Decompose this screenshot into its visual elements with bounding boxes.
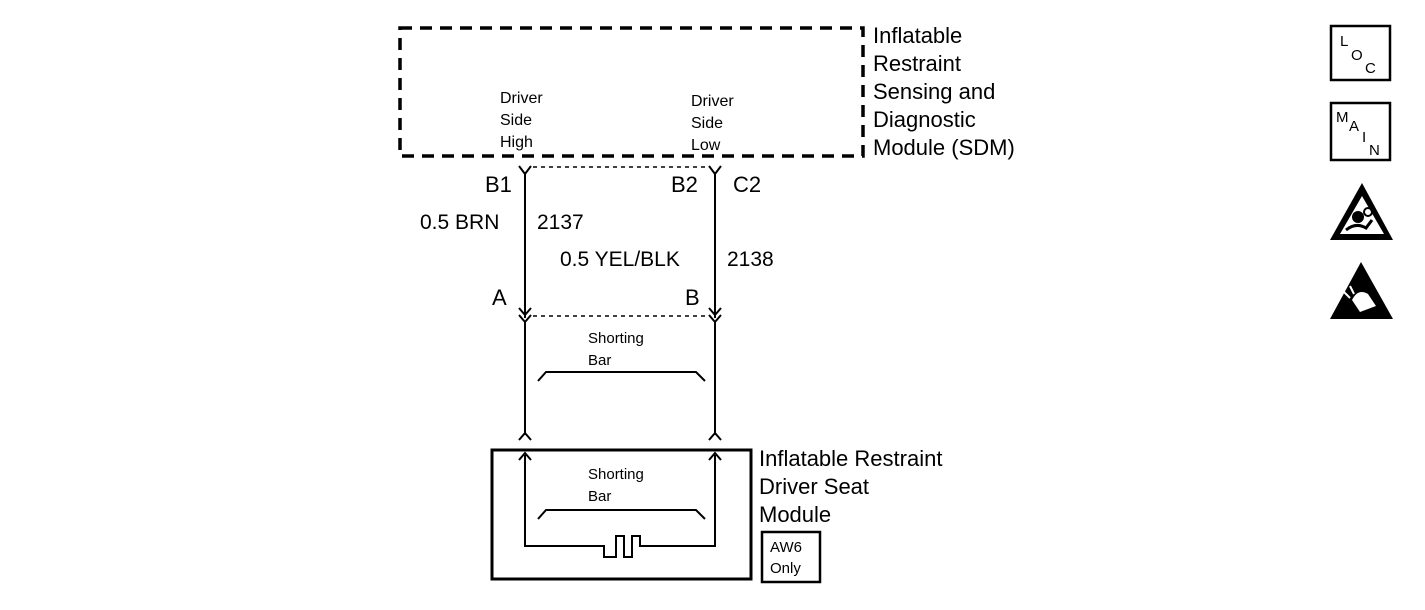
label-line: Driver xyxy=(691,93,734,110)
main-letter: M xyxy=(1336,109,1349,126)
shorting-bar-label: Bar xyxy=(588,352,611,369)
module-pin-b xyxy=(708,431,722,441)
wire-2137-color: 0.5 BRN xyxy=(420,211,499,234)
module-pin-a xyxy=(518,431,532,441)
driver-side-high-label: Driver Side High xyxy=(500,90,543,151)
sdm-title-line: Restraint xyxy=(873,51,961,76)
sdm-title: Inflatable Restraint Sensing and Diagnos… xyxy=(873,23,1015,160)
esd-warning-icon xyxy=(1330,262,1393,319)
option-badge-box xyxy=(760,530,822,584)
loc-letter: O xyxy=(1351,47,1363,64)
label-line: Side xyxy=(691,115,723,132)
label-line: Low xyxy=(691,137,721,154)
seat-module-title-line: Module xyxy=(759,502,831,527)
module-shorting-bar-label: Bar xyxy=(588,488,611,505)
wire-2137-circuit: 2137 xyxy=(537,211,584,234)
loc-icon[interactable]: L O C xyxy=(1329,24,1392,82)
main-letter: A xyxy=(1349,118,1359,135)
sdm-title-line: Diagnostic xyxy=(873,107,976,132)
option-badge-line: AW6 xyxy=(770,539,802,556)
driver-side-low-label: Driver Side Low xyxy=(691,93,734,154)
connector-b1-label: B1 xyxy=(485,172,512,197)
loc-letter: L xyxy=(1340,33,1348,50)
seat-module-box xyxy=(490,448,753,581)
main-letter: N xyxy=(1369,142,1380,159)
sdm-title-line: Inflatable xyxy=(873,23,962,48)
module-inner-pin-b xyxy=(708,451,722,461)
module-shorting-bar xyxy=(537,509,706,520)
label-line: High xyxy=(500,134,533,151)
seat-module-title-line: Inflatable Restraint xyxy=(759,446,942,471)
connector-c2-label: C2 xyxy=(733,172,761,197)
shorting-bar xyxy=(537,371,706,382)
squib-circuit xyxy=(524,455,716,558)
connector-pin-a-label: A xyxy=(492,285,507,310)
main-letter: I xyxy=(1362,129,1366,146)
shorting-bar-label: Shorting xyxy=(588,330,644,347)
module-inner-pin-a xyxy=(518,451,532,461)
airbag-warning-icon xyxy=(1330,183,1393,240)
wire-2138-circuit: 2138 xyxy=(727,248,774,271)
option-badge-line: Only xyxy=(770,560,801,577)
sdm-title-line: Sensing and xyxy=(873,79,995,104)
main-icon[interactable]: M A I N xyxy=(1329,101,1392,162)
wire-2138-color: 0.5 YEL/BLK xyxy=(560,248,680,271)
label-line: Side xyxy=(500,112,532,129)
connector-pin-b-label: B xyxy=(685,285,700,310)
seat-module-title-line: Driver Seat xyxy=(759,474,869,499)
seat-module-title: Inflatable Restraint Driver Seat Module xyxy=(759,446,942,527)
label-line: Driver xyxy=(500,90,543,107)
connector-b2-label: B2 xyxy=(671,172,698,197)
loc-letter: C xyxy=(1365,60,1376,77)
sdm-title-line: Module (SDM) xyxy=(873,135,1015,160)
module-shorting-bar-label: Shorting xyxy=(588,466,644,483)
sdm-module-box xyxy=(398,26,865,158)
